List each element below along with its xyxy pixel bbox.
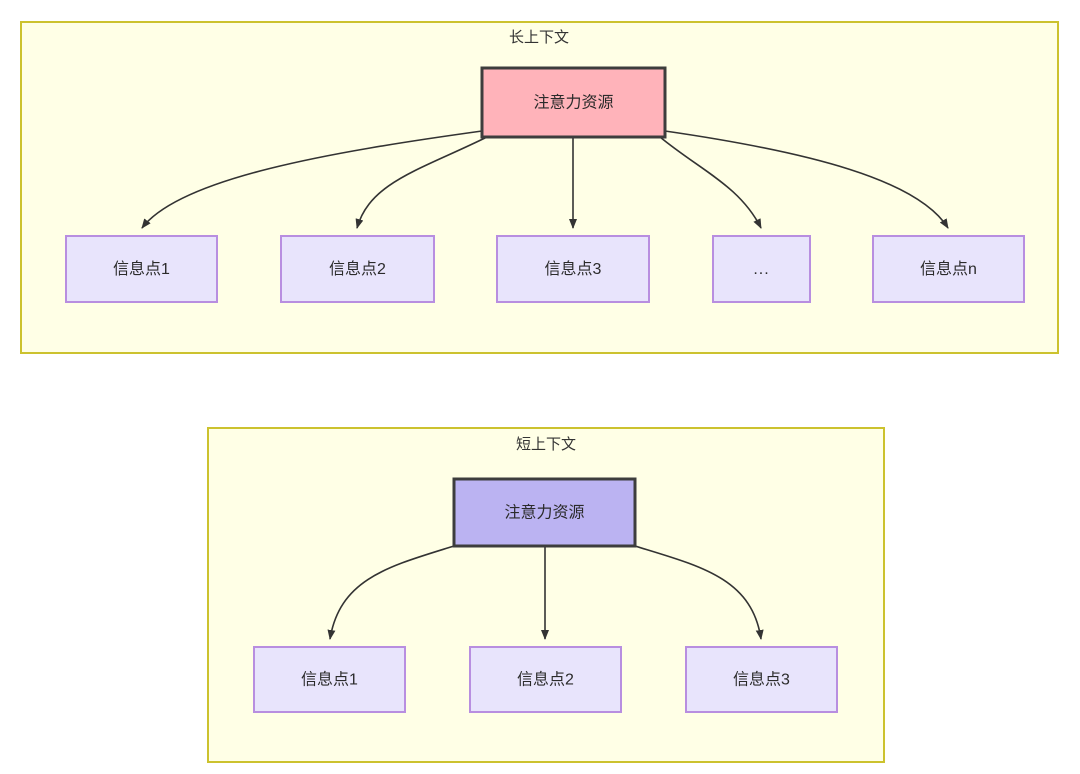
- node-info-label-short-context-1: 信息点1: [301, 671, 358, 689]
- node-info-label-long-context-4: ...: [753, 261, 769, 278]
- node-info-label-long-context-1: 信息点1: [113, 260, 170, 278]
- node-info-long-context-2[interactable]: [280, 235, 435, 303]
- node-info-long-context-1[interactable]: [65, 235, 218, 303]
- container-title-short-context: 短上下文: [516, 436, 576, 453]
- node-info-short-context-2[interactable]: [469, 646, 622, 713]
- edge-long-context-5: [664, 130, 949, 229]
- edge-long-context-2: [355, 136, 488, 229]
- node-info-long-context-5[interactable]: [872, 235, 1025, 303]
- container-title-long-context: 长上下文: [509, 29, 569, 46]
- node-info-long-context-3[interactable]: [496, 235, 650, 303]
- edge-long-context-4: [659, 136, 762, 229]
- node-info-label-long-context-5: 信息点n: [920, 260, 977, 278]
- node-attention-resource-long-context[interactable]: [480, 66, 667, 139]
- node-info-short-context-3[interactable]: [685, 646, 838, 713]
- node-attention-resource-label-short-context: 注意力资源: [504, 503, 584, 522]
- edge-short-context-3: [634, 545, 764, 640]
- node-info-label-long-context-2: 信息点2: [329, 260, 386, 278]
- node-info-label-long-context-3: 信息点3: [545, 260, 602, 278]
- node-info-label-short-context-3: 信息点3: [733, 671, 790, 689]
- node-info-long-context-4[interactable]: [712, 235, 811, 303]
- node-info-label-short-context-2: 信息点2: [517, 671, 574, 689]
- node-info-short-context-1[interactable]: [253, 646, 406, 713]
- edge-long-context-1: [141, 130, 483, 229]
- node-attention-resource-label-long-context: 注意力资源: [533, 93, 613, 112]
- node-attention-resource-short-context[interactable]: [452, 477, 637, 548]
- edge-short-context-1: [327, 545, 455, 640]
